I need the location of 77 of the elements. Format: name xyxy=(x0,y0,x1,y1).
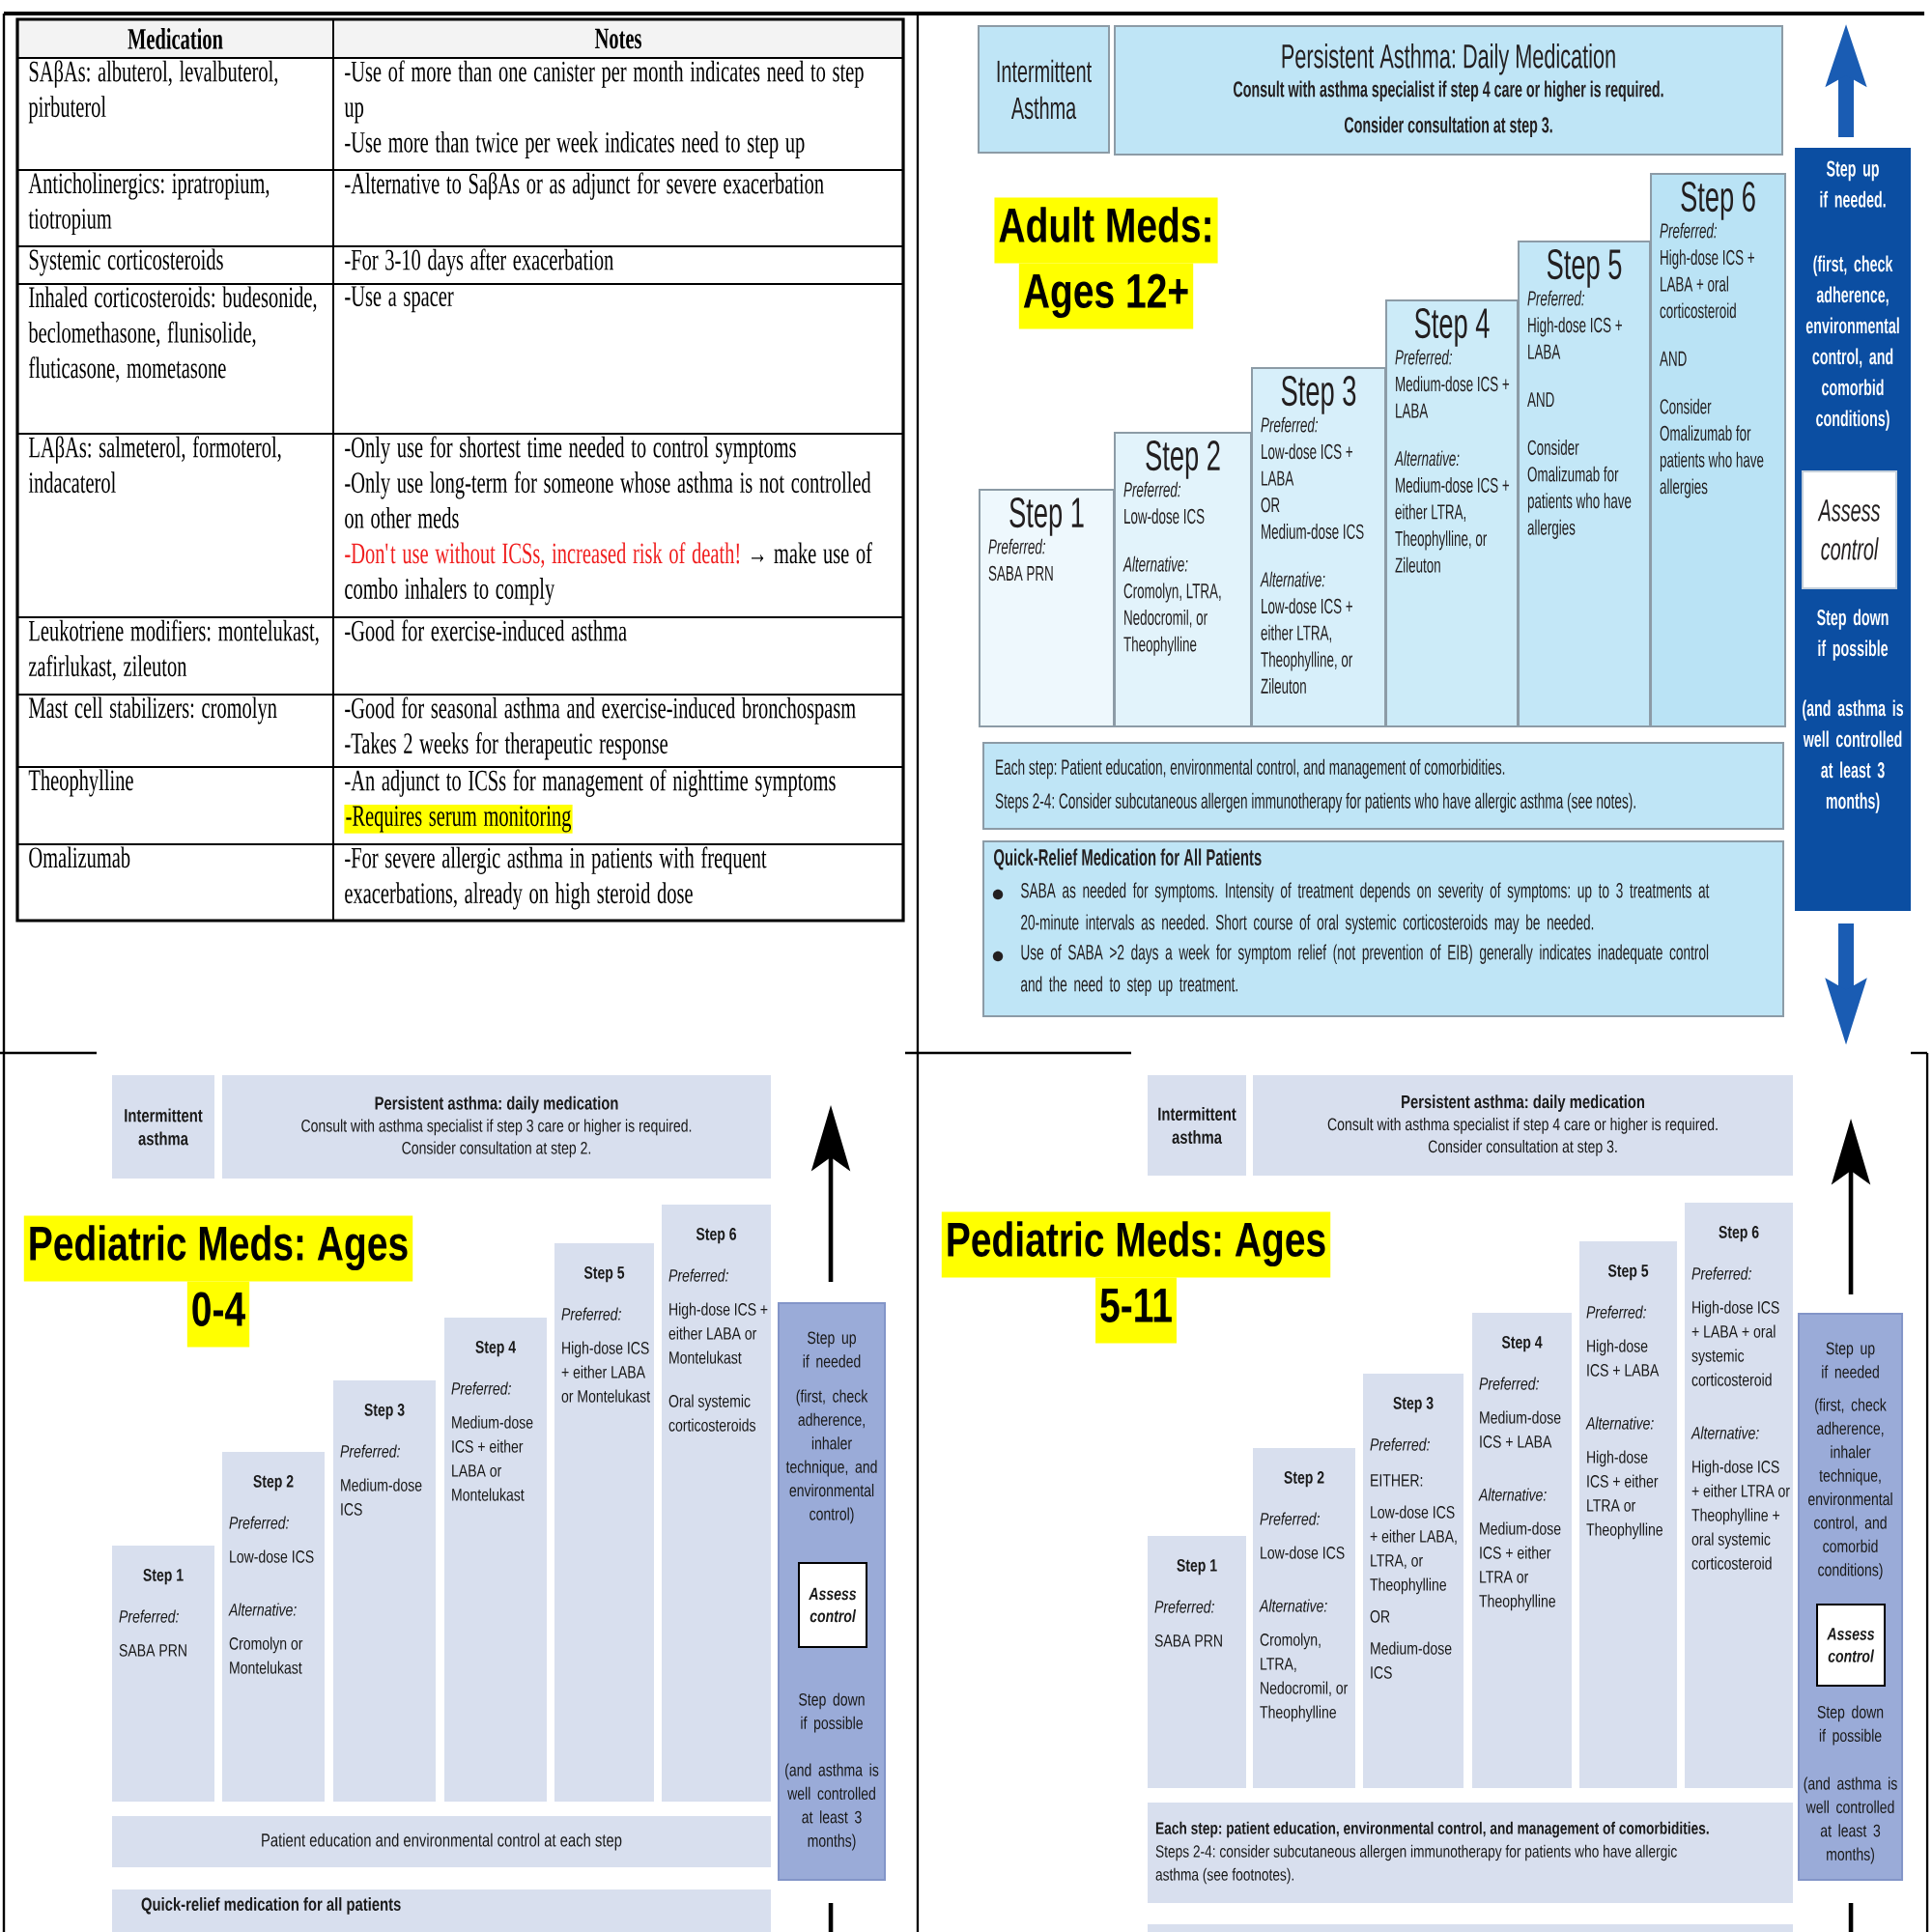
note-text: -Use more than twice per week indicates need to step up xyxy=(345,130,805,158)
info-band: Quick-relief medication for all patients xyxy=(112,1889,771,1932)
highlighted-text: -Requires serum monitoring xyxy=(344,805,573,834)
panel-text: Step down if possible xyxy=(799,1692,865,1733)
table-cell: Systemic corticosteroids xyxy=(16,245,334,285)
note-text: -Only use long-term for someone whose asthma is not controlled on other meds xyxy=(345,471,871,528)
header-box: Persistent asthma: daily medication Consult with asthma specialist if step 3 care or higher is required. Consider consultation at step 2. xyxy=(222,1075,771,1179)
note-text: -An adjunct to ICSs for management of nighttime symptoms xyxy=(345,769,836,797)
label: → make use of xyxy=(752,542,872,564)
step-box: Step 5 Preferred: High-dose ICS + LABA Alternative: High-dose ICS + either LTRA or Theophylline xyxy=(1579,1241,1678,1788)
step-box: Step 5 Preferred: High-dose ICS + LABA AND Consider Omalizumab for patients who have allergies xyxy=(1518,241,1652,727)
header-box: Intermittent asthma xyxy=(112,1075,214,1179)
bullet-text: SABA as needed for symptoms. Intensity of treatment depends on severity of symptoms: up to 3 treatments at 20-minute intervals as needed. Short course of oral systemic corticosteroids may be needed. xyxy=(1021,882,1710,934)
label: combo inhalers to comply xyxy=(345,578,555,606)
step-box: Step 2 Preferred: Low-dose ICS Alternative: Cromolyn, LTRA, Nedocromil, or Theophylline xyxy=(1114,432,1252,727)
info-band: Each step: Patient education, environmental control, and management of comorbidities. Steps 2-4: Consider subcutaneous allergen immunotherapy for patients who have allergic asthma (see notes). xyxy=(982,742,1785,830)
table-cell: -Alternative to SaβAs or as adjunct for severe exacerbation xyxy=(332,169,904,247)
panel-title: Adult Meds: Ages 12+ xyxy=(994,197,1218,329)
panel-text: Step down if possible xyxy=(1817,1705,1884,1746)
table-cell: Anticholinergics: ipratropium, tiotropium xyxy=(16,169,334,247)
table-cell: Inhaled corticosteroids: budesonide, beclomethasone, flunisolide, fluticasone, mometasone xyxy=(16,283,334,435)
step-box: Step 2 Preferred: Low-dose ICS Alternative: Cromolyn or Montelukast xyxy=(222,1452,325,1802)
box-heading: Quick-Relief Medication for All Patients xyxy=(994,848,1262,870)
table-cell: -Use a spacer xyxy=(332,283,904,435)
step-box: Step 4 Preferred: Medium-dose ICS + either LABA or Montelukast xyxy=(444,1318,547,1802)
table-cell: -For severe allergic asthma in patients with frequent exacerbations, already on high steroid dose xyxy=(332,843,904,922)
assess-box: Assess control xyxy=(1816,1604,1887,1687)
header-box: Intermittent asthma xyxy=(1148,1075,1246,1176)
note-text: -Good for seasonal asthma and exercise-induced bronchospasm xyxy=(345,696,856,724)
header-box: Intermittent Asthma xyxy=(978,25,1110,154)
table-cell: LAβAs: salmeterol, formoterol, indacaterol xyxy=(16,433,334,618)
note-text: -Takes 2 weeks for therapeutic response xyxy=(345,732,668,760)
header-box: Persistent Asthma: Daily Medication Consult with asthma specialist if step 4 care or higher is required. Consider consultation at step 3. xyxy=(1114,25,1784,156)
step-box: Step 3 Preferred: EITHER: Low-dose ICS + either LABA, LTRA, or Theophylline OR Medium-dose ICS xyxy=(1363,1374,1464,1788)
step-box: Step 3 Preferred: Medium-dose ICS xyxy=(333,1380,436,1802)
table-cell: Omalizumab xyxy=(16,843,334,922)
panel-text: (first, check adherence, environmental control, and comorbid conditions) xyxy=(1805,255,1899,431)
assess-box: Assess control xyxy=(798,1562,867,1648)
note-text: -Use of more than one canister per month indicates need to step up xyxy=(344,60,864,124)
note-text: -Don't use without ICSs, increased risk of death! → make use of combo inhalers to comply xyxy=(345,542,872,606)
panel-text: (and asthma is well controlled at least 3 months) xyxy=(1803,699,1904,813)
bullet-text: Use of SABA >2 days a week for symptom relief (not prevention of EIB) generally indicates inadequate control and the need to step up treatment. xyxy=(1021,944,1709,996)
table-cell: SAβAs: albuterol, levalbuterol, pirbuterol xyxy=(16,57,334,171)
step-box: Step 3 Preferred: Low-dose ICS + LABA OR Medium-dose ICS Alternative: Low-dose ICS + either LTRA, Theophylline, or Zileuton xyxy=(1251,367,1387,727)
panel-text: (and asthma is well controlled at least 3 months) xyxy=(1804,1776,1897,1864)
step-box: Step 1 Preferred: SABA PRN xyxy=(1148,1536,1246,1788)
empty-box xyxy=(1148,1924,1794,1932)
info-band: Patient education and environmental control at each step xyxy=(112,1816,771,1868)
step-box: Step 5 Preferred: High-dose ICS + either LABA or Montelukast xyxy=(554,1243,654,1802)
step-box: Step 6 Preferred: High-dose ICS + either LABA or Montelukast Oral systemic corticosteroids xyxy=(662,1205,771,1802)
table-cell: Theophylline xyxy=(16,766,334,845)
header-box: Persistent asthma: daily medication Consult with asthma specialist if step 4 care or higher is required. Consider consultation at step 3. xyxy=(1253,1075,1794,1176)
step-box: Step 2 Preferred: Low-dose ICS Alternative: Cromolyn, LTRA, Nedocromil, or Theophylline xyxy=(1253,1448,1355,1788)
step-box: Step 1 Preferred: SABA PRN xyxy=(112,1546,214,1802)
table-cell: Leukotriene modifiers: montelukast, zafirlukast, zileuton xyxy=(16,616,334,696)
assess-box: Assess control xyxy=(1802,470,1898,589)
step-box: Step 4 Preferred: Medium-dose ICS + LABA Alternative: Medium-dose ICS + either LTRA or Theophylline xyxy=(1472,1313,1573,1788)
panel-text: (and asthma is well controlled at least 3 months) xyxy=(785,1763,879,1851)
header-cell: Notes xyxy=(332,18,904,59)
step-box: Step 4 Preferred: Medium-dose ICS + LABA Alternative: Medium-dose ICS + either LTRA, Theophylline, or Zileuton xyxy=(1385,299,1519,727)
table-cell: Mast cell stabilizers: cromolyn xyxy=(16,694,334,768)
step-box: Step 6 Preferred: High-dose ICS + LABA + oral systemic corticosteroid Alternative: High-dose ICS + either LTRA or Theophylline + oral systemic corticosteroid xyxy=(1685,1203,1794,1788)
panel-title: Pediatric Meds: Ages 0-4 xyxy=(23,1215,413,1348)
panel-text: (first, check adherence, inhaler technique, environmental control, and comorbid conditions) xyxy=(1808,1398,1892,1579)
panel-text: Step up if needed. xyxy=(1820,160,1886,208)
label: -Don't use without ICSs, increased risk of death! xyxy=(345,542,739,568)
table-cell: -Good for exercise-induced asthma xyxy=(332,616,904,696)
panel-text: Step down if possible xyxy=(1817,609,1889,661)
step-box: Step 6 Preferred: High-dose ICS + LABA + oral corticosteroid AND Consider Omalizumab for patients who have allergies xyxy=(1650,173,1787,727)
note-text: -Only use for shortest time needed to control symptoms xyxy=(345,436,796,464)
info-band: Each step: patient education, environmental control, and management of comorbidities. Steps 2-4: consider subcutaneous allergen immunotherapy for patients who have allergic asthma (see footnotes). xyxy=(1148,1803,1794,1903)
panel-text: Step up if needed xyxy=(803,1331,861,1368)
panel-text: (first, check adherence, inhaler technique, and environmental control) xyxy=(785,1389,877,1524)
panel-title: Pediatric Meds: Ages 5-11 xyxy=(941,1211,1331,1344)
panel-text: Step up if needed xyxy=(1822,1342,1879,1378)
table-cell: -For 3-10 days after exacerbation xyxy=(332,245,904,285)
step-box: Step 1 Preferred: SABA PRN xyxy=(979,489,1115,727)
